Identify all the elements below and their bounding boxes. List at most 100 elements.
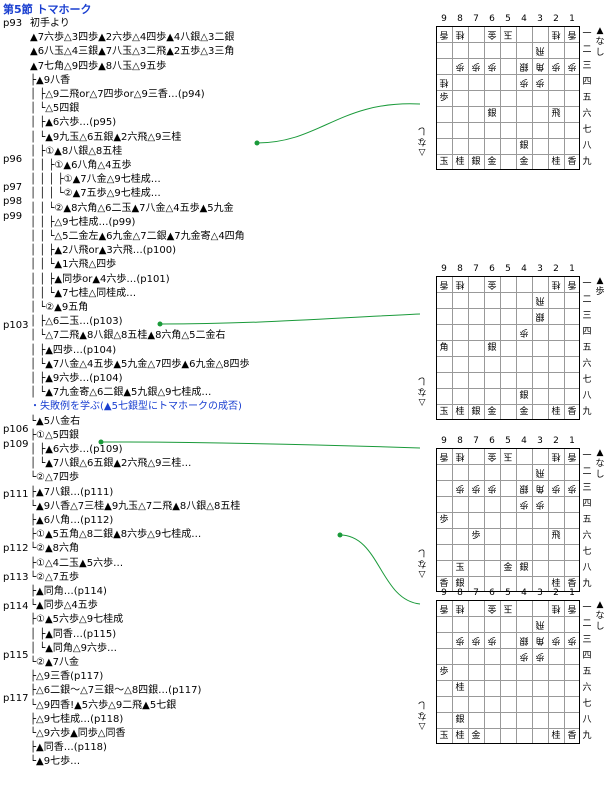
variation-line: └▲同歩△4五歩 bbox=[30, 600, 98, 612]
rank-label: 四 bbox=[582, 327, 592, 337]
file-label: 3 bbox=[537, 14, 543, 24]
shogi-piece: 歩 bbox=[551, 61, 561, 71]
variation-line: ├①△4二玉▲5六歩… bbox=[30, 557, 124, 569]
shogi-piece: 桂 bbox=[455, 29, 465, 39]
variation-line: │ └▲9九玉△6五銀▲2六飛△9三桂 bbox=[30, 131, 182, 143]
shogi-piece: 歩 bbox=[471, 531, 481, 541]
variation-line: │ └△5四銀 bbox=[30, 103, 80, 115]
file-label: 3 bbox=[537, 264, 543, 274]
shogi-piece: 桂 bbox=[551, 579, 561, 589]
shogi-piece: 金 bbox=[503, 563, 513, 573]
rank-label: 九 bbox=[582, 579, 592, 589]
shogi-piece: 歩 bbox=[471, 61, 481, 71]
shogi-piece: 歩 bbox=[471, 483, 481, 493]
page-ref: p96 bbox=[3, 154, 23, 165]
rank-label: 一 bbox=[582, 451, 592, 461]
shogi-piece: 桂 bbox=[455, 451, 465, 461]
rank-label: 七 bbox=[582, 125, 592, 135]
file-label: 7 bbox=[473, 436, 479, 446]
shogi-piece: 金 bbox=[487, 603, 497, 613]
file-label: 5 bbox=[505, 264, 511, 274]
shogi-piece: 歩 bbox=[439, 93, 449, 103]
page-ref: p99 bbox=[3, 211, 23, 222]
arrow-dot bbox=[337, 532, 343, 538]
page-ref: p97 bbox=[3, 182, 23, 193]
rank-label: 六 bbox=[582, 109, 592, 119]
variation-line: │ │ │ └②▲7五歩△9七桂成… bbox=[30, 188, 161, 200]
shogi-piece: 銀 bbox=[519, 635, 529, 645]
shogi-piece: 歩 bbox=[439, 515, 449, 525]
shogi-piece: 飛 bbox=[551, 531, 561, 541]
variation-line: │ │ ├△9七桂成…(p99) bbox=[30, 216, 136, 228]
shogi-piece: 歩 bbox=[551, 635, 561, 645]
arrow-connector bbox=[256, 103, 421, 144]
rank-label: 二 bbox=[582, 45, 592, 55]
variation-line: └△9四香!▲5六歩△9二飛▲5七銀 bbox=[30, 699, 177, 711]
shogi-piece: 角 bbox=[535, 635, 545, 645]
variation-line: └△9六歩▲同歩△同香 bbox=[30, 728, 126, 739]
gote-hand: △なし bbox=[417, 375, 427, 407]
file-label: 8 bbox=[457, 14, 463, 24]
shogi-piece: 銀 bbox=[455, 579, 465, 589]
page-ref: p113 bbox=[3, 572, 29, 583]
shogi-piece: 歩 bbox=[487, 635, 497, 645]
variation-line: ├▲同角…(p114) bbox=[30, 586, 107, 597]
arrow-dot bbox=[98, 439, 104, 445]
shogi-piece: 歩 bbox=[487, 61, 497, 71]
file-label: 6 bbox=[489, 588, 495, 598]
variation-line: ▲7七角△9四歩▲8八玉△9五歩 bbox=[30, 60, 167, 72]
variation-line: │ ├△9二飛or△7四歩or△9三香…(p94) bbox=[30, 89, 205, 100]
variation-line: └②▲7八金 bbox=[30, 657, 80, 668]
page-ref: p115 bbox=[3, 650, 29, 661]
arrow-connector bbox=[339, 534, 421, 605]
file-label: 5 bbox=[505, 14, 511, 24]
rank-label: 三 bbox=[582, 483, 592, 493]
shogi-piece: 銀 bbox=[519, 61, 529, 71]
variation-line: │ └▲7九金寄△6二銀▲5九銀△9七桂成… bbox=[30, 387, 212, 399]
page-ref: p98 bbox=[3, 196, 23, 207]
board-grid: 香桂金桂香飛銀歩角銀銀玉桂銀金金桂香 bbox=[436, 276, 580, 420]
page-ref: p103 bbox=[3, 320, 29, 331]
file-label: 4 bbox=[521, 14, 527, 24]
arrow-connector bbox=[100, 441, 421, 449]
shogi-piece: 歩 bbox=[439, 667, 449, 677]
shogi-piece: 歩 bbox=[567, 61, 577, 71]
shogi-piece: 桂 bbox=[455, 407, 465, 417]
page-ref: p112 bbox=[3, 543, 29, 554]
shogi-piece: 歩 bbox=[535, 651, 545, 661]
shogi-piece: 銀 bbox=[519, 391, 529, 401]
variation-line: ├▲7八銀…(p111) bbox=[30, 486, 114, 498]
variation-line: ├▲6八角…(p112) bbox=[30, 515, 114, 526]
variation-line: ├▲9八香 bbox=[30, 74, 71, 86]
variation-line: │ │ ├▲2八飛or▲3六飛…(p100) bbox=[30, 245, 176, 257]
shogi-piece: 金 bbox=[487, 407, 497, 417]
file-label: 2 bbox=[553, 588, 559, 598]
variation-line: │ └▲同角△9六歩… bbox=[30, 642, 117, 654]
file-label: 8 bbox=[457, 588, 463, 598]
variation-line: │ │ └▲1六飛△四歩 bbox=[30, 259, 117, 271]
shogi-piece: 歩 bbox=[551, 483, 561, 493]
shogi-piece: 歩 bbox=[455, 635, 465, 645]
file-label: 9 bbox=[441, 264, 447, 274]
shogi-piece: 玉 bbox=[455, 563, 465, 573]
shogi-piece: 銀 bbox=[471, 407, 481, 417]
variation-line: ├①△5四銀 bbox=[30, 429, 80, 441]
board-grid: 香桂金玉桂香飛歩歩歩銀角歩歩歩歩歩桂銀玉桂金桂香 bbox=[436, 600, 580, 744]
file-label: 9 bbox=[441, 14, 447, 24]
shogi-piece: 歩 bbox=[567, 635, 577, 645]
arrow-dot bbox=[157, 321, 163, 327]
rank-label: 四 bbox=[582, 651, 592, 661]
sente-hand: ▲なし bbox=[595, 448, 605, 480]
arrow-connector bbox=[159, 313, 421, 325]
page-ref: p106 bbox=[3, 424, 29, 435]
shogi-piece: 玉 bbox=[439, 407, 449, 417]
shogi-piece: 桂 bbox=[551, 157, 561, 167]
variation-line: │ │ └②▲8六角△6二玉▲7八金△4五歩▲5九金 bbox=[30, 202, 234, 214]
shogi-piece: 香 bbox=[567, 579, 577, 589]
file-label: 3 bbox=[537, 436, 543, 446]
shogi-piece: 桂 bbox=[551, 603, 561, 613]
rank-label: 七 bbox=[582, 547, 592, 557]
shogi-piece: 歩 bbox=[455, 483, 465, 493]
shogi-piece: 銀 bbox=[535, 311, 545, 321]
file-label: 4 bbox=[521, 264, 527, 274]
